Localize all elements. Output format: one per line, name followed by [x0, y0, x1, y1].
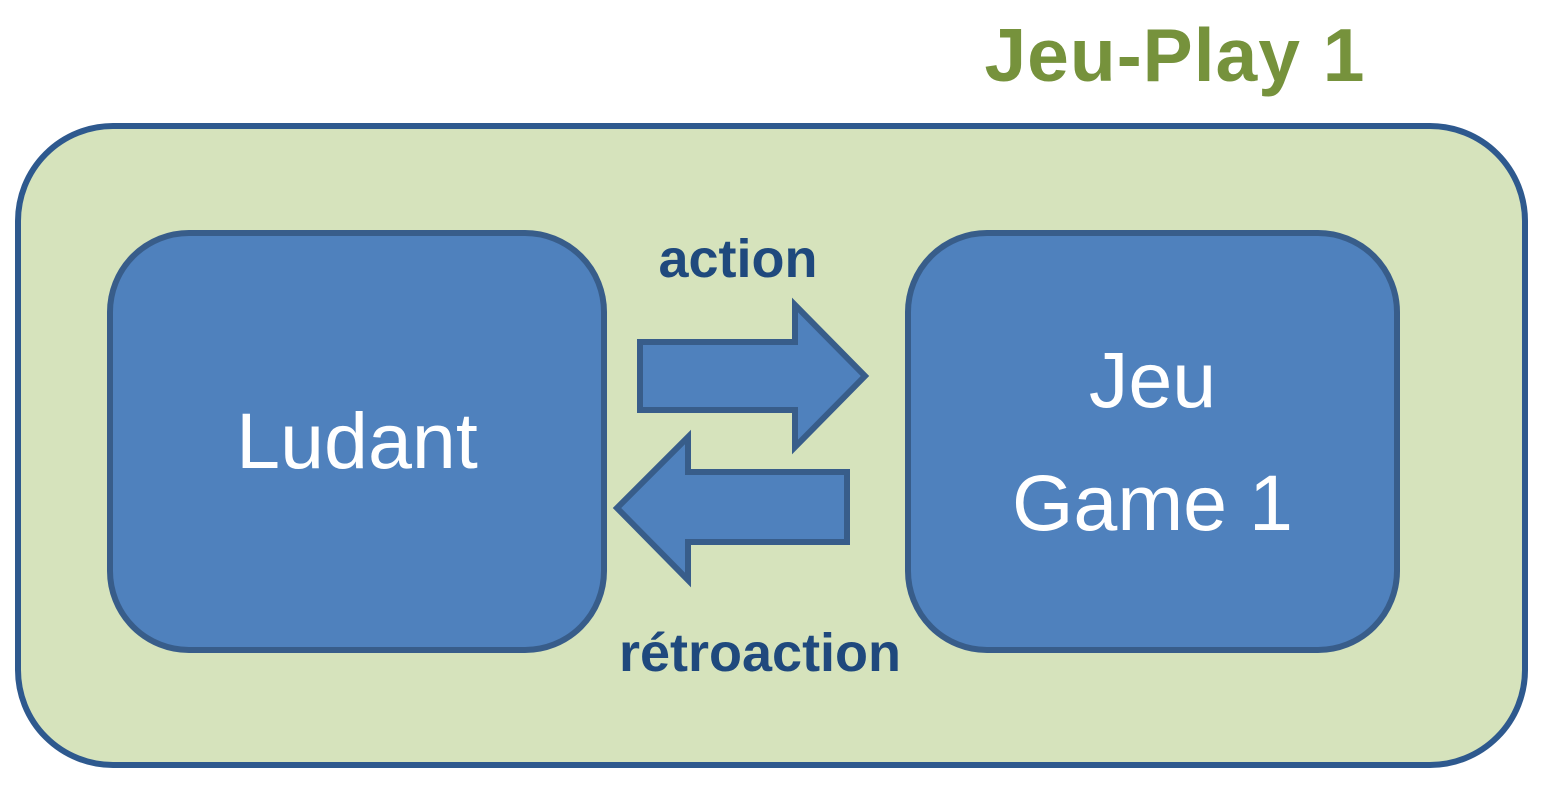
action-arrow-label: action [658, 229, 818, 289]
jeu-game-node: Jeu Game 1 [905, 230, 1400, 653]
exchange-arrows-graphic [612, 297, 870, 588]
ludant-node: Ludant [107, 230, 607, 653]
jeu-game-node-label-line2: Game 1 [1011, 457, 1293, 547]
retroaction-arrow-label: rétroaction [618, 623, 902, 683]
diagram-title: Jeu-Play 1 [984, 13, 1366, 97]
ludant-node-label: Ludant [236, 396, 478, 486]
jeu-game-node-label-line1: Jeu [1088, 335, 1217, 425]
left-arrow-icon [612, 429, 850, 588]
right-arrow-icon [637, 297, 870, 455]
